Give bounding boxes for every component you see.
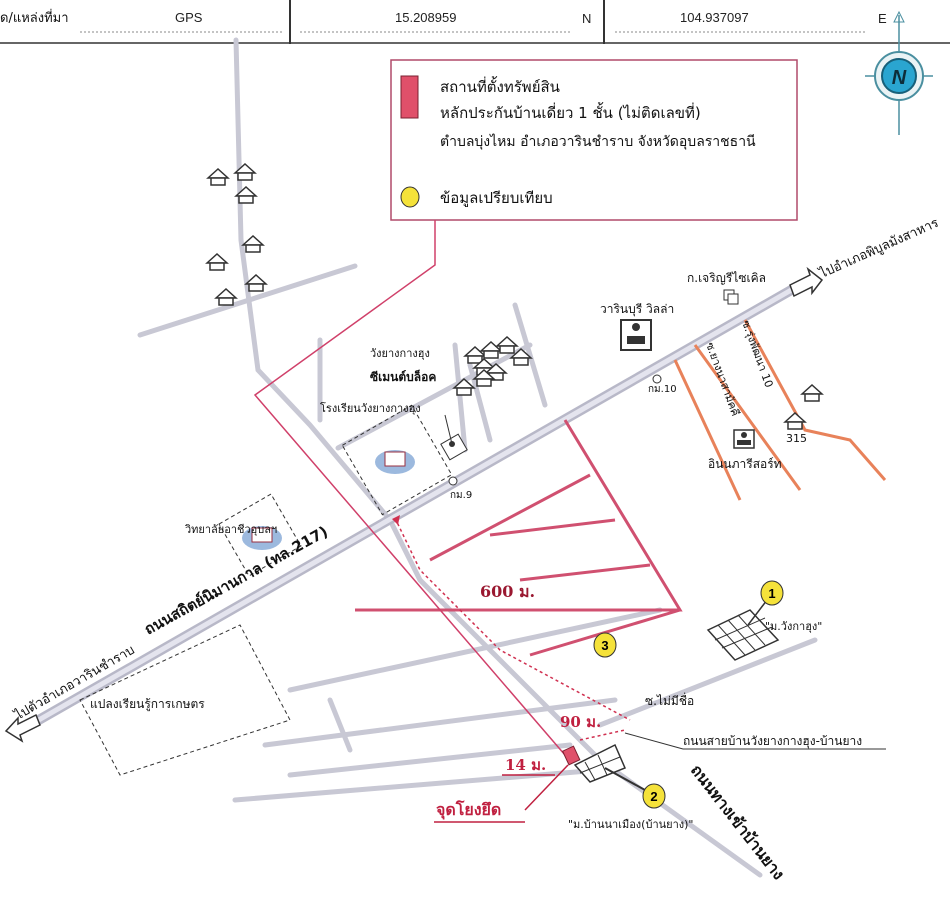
lat-dir: N — [582, 11, 591, 26]
recycle-icon — [723, 289, 739, 305]
legend-property-line2: หลักประกันบ้านเดี่ยว 1 ชั้น (ไม่ติดเลขที… — [440, 102, 701, 122]
red-plots — [355, 419, 683, 657]
gps-label: GPS — [175, 10, 203, 25]
distance-path — [394, 517, 631, 721]
legend-property-line3: ตำบลบุ่งไหม อำเภอวารินชำราบ จังหวัดอุบลร… — [440, 133, 756, 150]
comparison-marker-1: 1 — [760, 580, 784, 606]
comparison-legend-marker — [400, 186, 420, 208]
road-to-banyang-label: ถนนทางเข้าบ้านยาง — [687, 761, 789, 883]
soi-yangna-label: ซ.ยางนาสามัคคี — [703, 341, 742, 418]
legend-comparison-label: ข้อมูลเปรียบเทียบ — [440, 189, 553, 207]
village-1-plot — [706, 609, 780, 661]
km10-label: กม.10 — [648, 384, 677, 395]
village-2-label: "ม.บ้านนาเมือง(บ้านยาง)" — [568, 818, 694, 831]
main-road-label: ถนนสถิตย์นิมานกาล (ทล.217) — [141, 522, 331, 638]
villa-label: วารินบุรี วิลล่า — [600, 302, 674, 317]
longitude-value: 104.937097 — [680, 10, 749, 25]
college-label: วิทยาลัยอาชีวอุบลฯ — [184, 523, 277, 536]
svg-text:1: 1 — [768, 586, 775, 601]
resort-label: อินนภารีสอร์ท — [708, 457, 782, 471]
arrow-to-warin-icon — [4, 713, 41, 743]
svg-text:3: 3 — [601, 638, 608, 653]
road-wang-banyang-label: ถนนสายบ้านวังยางกางฮุง-บ้านยาง — [683, 734, 862, 749]
property-legend-swatch — [400, 75, 419, 119]
village-1-label: "ม.วังกาฮุง" — [765, 620, 822, 633]
distance-90-label: 90 ม. — [560, 713, 601, 731]
legend-box: สถานที่ตั้งทรัพย์สิน หลักประกันบ้านเดี่ย… — [390, 59, 798, 221]
legend-pointer — [253, 220, 566, 756]
legend-property-title: สถานที่ตั้งทรัพย์สิน — [440, 76, 560, 96]
agri-plot-label: แปลงเรียนรู้การเกษตร — [90, 697, 205, 712]
km-marker-icon — [448, 374, 662, 486]
number-315-label: 315 — [786, 432, 807, 445]
orange-soi-roads — [673, 319, 887, 501]
to-warin-label: ไปตัวอำเภอวารินชำราบ — [11, 642, 137, 724]
cement-block-marker-icon — [440, 414, 468, 461]
compass-icon: N — [865, 10, 933, 135]
distance-600-label: 600 ม. — [480, 582, 535, 601]
arrow-to-phibun-icon — [789, 266, 824, 298]
villa-icon — [620, 319, 652, 351]
school-icon — [375, 450, 415, 474]
recycle-label: ก.เจริญรีไซเคิล — [687, 271, 766, 285]
road-village-a — [335, 342, 533, 451]
village-2-plot — [573, 743, 626, 783]
college-plot — [218, 493, 302, 577]
to-phibun-label: ไปอำเภอพิบูลมังสาหาร — [816, 215, 941, 282]
anchor-label: จุดโยงยึด — [436, 799, 501, 820]
gps-header: ัด/แหล่งที่มา GPS 15.208959 N 104.937097… — [0, 0, 950, 44]
college-icon — [242, 526, 282, 550]
lon-dir: E — [878, 11, 887, 26]
comparison-marker-3: 3 — [593, 632, 617, 658]
cement-label-2: ซีเมนต์บล็อค — [370, 369, 436, 384]
compass-letter: N — [892, 67, 907, 89]
km9-label: กม.9 — [450, 490, 472, 501]
resort-icon — [733, 429, 755, 449]
main-highway — [25, 280, 805, 730]
road-north-cross — [137, 263, 358, 338]
comparison-marker-2: 2 — [642, 783, 666, 809]
cement-label-1: วังยางกางฮุง — [370, 347, 430, 360]
latitude-value: 15.208959 — [395, 10, 456, 25]
no-name-soi-label: ซ.ไม่มีชื่อ — [645, 692, 694, 708]
soi-rungpatthana-label: ซ.รุ่งพัฒนา 10 — [739, 319, 775, 390]
svg-text:2: 2 — [650, 789, 657, 804]
school-label: โรงเรียนวังยางกางฮุง — [320, 401, 421, 415]
location-label: ัด/แหล่งที่มา — [0, 9, 69, 26]
distance-14-label: 14 ม. — [505, 756, 546, 774]
school-plot — [341, 404, 453, 516]
agri-plot — [79, 624, 291, 776]
property-marker — [561, 745, 581, 766]
